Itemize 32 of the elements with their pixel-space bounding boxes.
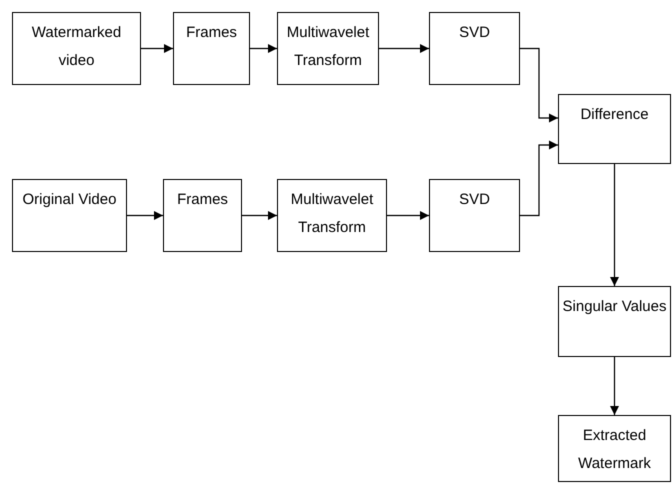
box-label: Singular Values (562, 297, 666, 317)
box-label: SVD (459, 190, 490, 210)
process-box (429, 12, 520, 85)
arrow (242, 211, 277, 220)
process-box (277, 179, 387, 252)
arrow (520, 48, 558, 122)
box-label: Original Video (22, 190, 116, 210)
box-label: Multiwavelet Transform (290, 190, 374, 238)
arrow (127, 211, 163, 220)
process-box (163, 179, 242, 252)
process-box (12, 179, 127, 252)
arrow (387, 211, 429, 220)
box-label: Frames (186, 23, 237, 43)
process-box (558, 415, 671, 482)
process-box (12, 12, 141, 85)
arrow (379, 44, 429, 53)
arrow (610, 357, 619, 415)
box-label: Multiwavelet Transform (286, 23, 370, 71)
process-box (558, 94, 671, 164)
process-box (277, 12, 379, 85)
arrow (250, 44, 277, 53)
box-label: Watermarked video (30, 23, 122, 71)
box-label: SVD (459, 23, 490, 43)
process-box (173, 12, 250, 85)
arrow (141, 44, 173, 53)
process-box (558, 286, 671, 357)
arrow (610, 164, 619, 286)
box-label: Difference (580, 105, 649, 125)
box-label: Extracted Watermark (577, 426, 652, 474)
box-label: Frames (177, 190, 228, 210)
process-box (429, 179, 520, 252)
arrow (520, 140, 558, 216)
